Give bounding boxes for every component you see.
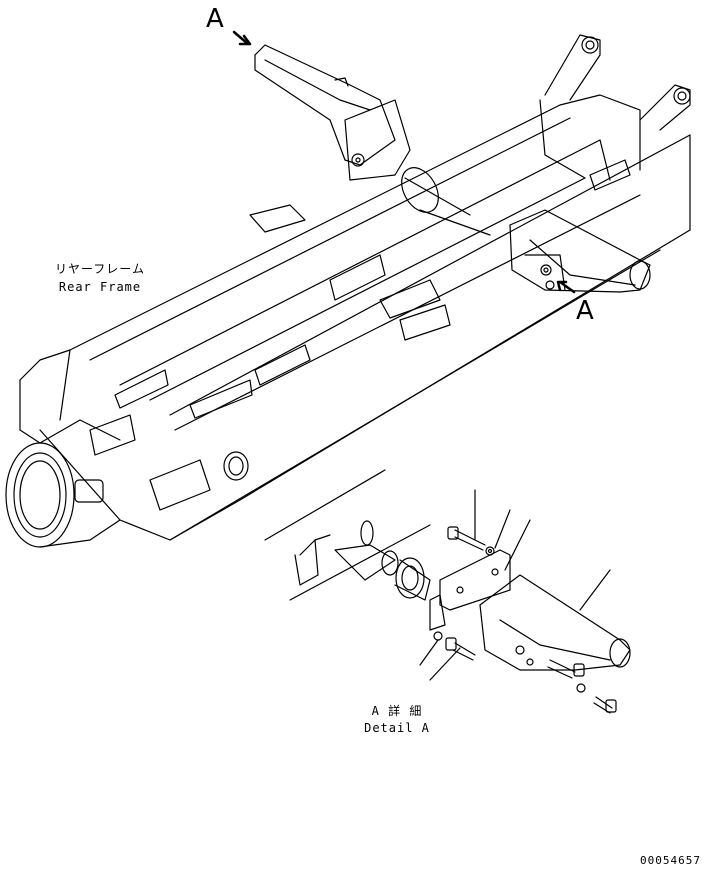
view-marker-right-label: A [576, 296, 594, 326]
rear-frame-label-en: Rear Frame [58, 280, 142, 294]
rear-housing [5, 349, 249, 548]
view-marker-top-label: A [206, 4, 224, 34]
view-arrow-right [556, 280, 576, 294]
upper-mount-bracket [254, 44, 411, 181]
lift-arm-ears [544, 34, 691, 131]
detail-a-label-en: Detail A [364, 721, 430, 735]
detail-a-label-jp: A 詳 細 [371, 704, 423, 718]
rear-frame-body [39, 94, 691, 541]
detail-a-assembly [264, 469, 631, 714]
rear-frame-label-jp: リヤーフレーム [55, 262, 145, 276]
view-arrow-top [232, 30, 252, 46]
drawing-number: 00054657 [640, 854, 701, 867]
right-mount-bracket [509, 209, 651, 293]
